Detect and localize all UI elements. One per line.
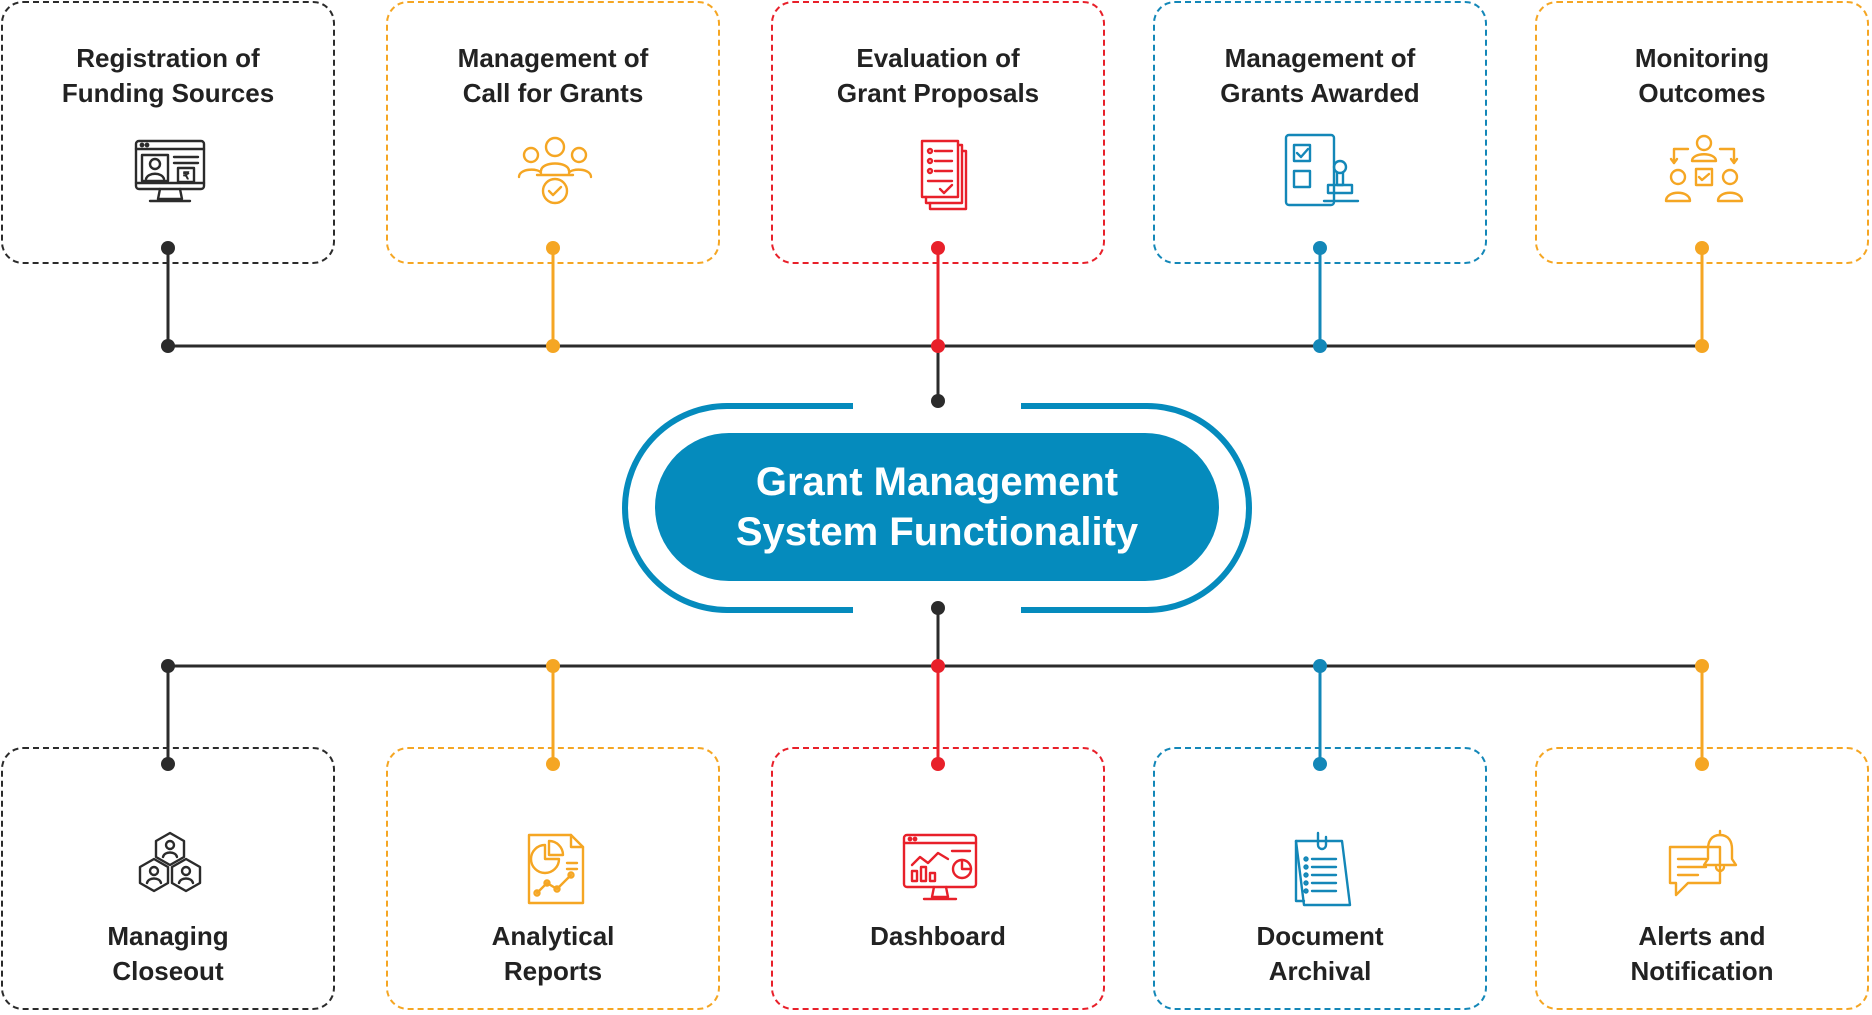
top-card-label: Monitoring Outcomes (1634, 43, 1770, 108)
bottom-card-label: Managing Closeout (107, 921, 229, 986)
hub-top-dot (931, 394, 945, 408)
bottom-card-2: Analytical Reports (386, 747, 720, 1010)
bottom-card-dot-5 (1695, 757, 1709, 771)
computer-id-card-icon: ₹ (134, 139, 206, 203)
top-card-4: Management of Grants Awarded (1153, 1, 1487, 264)
top-bus-dot-5 (1695, 339, 1709, 353)
bottom-bus-dot-2 (546, 659, 560, 673)
hub-title-line1: Grant Management (755, 460, 1119, 504)
documents-checklist-icon (920, 139, 968, 211)
bottom-bus-dot-4 (1313, 659, 1327, 673)
bottom-card-1: Managing Closeout (1, 747, 335, 1010)
team-approval-icon (517, 136, 593, 205)
clipboard-document-icon (1294, 831, 1352, 907)
top-card-label: Evaluation of Grant Proposals (836, 43, 1040, 108)
top-card-label: Management of Grants Awarded (1220, 43, 1420, 108)
top-card-label: Management of Call for Grants (457, 43, 649, 108)
top-card-5: Monitoring Outcomes (1535, 1, 1869, 264)
top-card-label: Registration of Funding Sources (61, 43, 275, 108)
hub-pill (655, 433, 1219, 581)
top-card-2: Management of Call for Grants (386, 1, 720, 264)
team-hexagon-icon (138, 831, 202, 893)
team-workflow-icon (1664, 134, 1744, 203)
chat-bell-icon (1668, 829, 1738, 897)
bottom-card-dot-1 (161, 757, 175, 771)
top-card-dot-5 (1695, 241, 1709, 255)
top-bus-dot-3 (931, 339, 945, 353)
hub-outer-ring-right (1021, 403, 1252, 613)
top-bus-dot-2 (546, 339, 560, 353)
top-bus-dot-4 (1313, 339, 1327, 353)
svg-text:₹: ₹ (183, 171, 189, 182)
hub-bottom-dot (931, 601, 945, 615)
bottom-card-label: Analytical Reports (491, 921, 615, 986)
hub-title-line2: System Functionality (735, 510, 1139, 554)
bottom-card-label: Dashboard (870, 921, 1006, 951)
bottom-card-5: Alerts and Notification (1535, 747, 1869, 1010)
top-card-dot-2 (546, 241, 560, 255)
bottom-card-dot-4 (1313, 757, 1327, 771)
bottom-card-4: Document Archival (1153, 747, 1487, 1010)
top-card-dot-3 (931, 241, 945, 255)
approval-stamp-icon (1284, 133, 1360, 207)
hub-title: Grant Management System Functionality (655, 433, 1219, 581)
top-card-3: Evaluation of Grant Proposals (771, 1, 1105, 264)
report-chart-icon (527, 833, 585, 905)
bottom-bus-dot-5 (1695, 659, 1709, 673)
top-card-dot-4 (1313, 241, 1327, 255)
bottom-card-dot-2 (546, 757, 560, 771)
bottom-card-label: Alerts and Notification (1630, 921, 1774, 986)
top-bus-dot-1 (161, 339, 175, 353)
dashboard-monitor-icon (902, 833, 978, 901)
bottom-card-label: Document Archival (1256, 921, 1384, 986)
hub-outer-ring-left (622, 403, 853, 613)
top-card-dot-1 (161, 241, 175, 255)
bottom-bus-dot-3 (931, 659, 945, 673)
bottom-bus-dot-1 (161, 659, 175, 673)
bottom-card-dot-3 (931, 757, 945, 771)
top-card-1: Registration of Funding Sources ₹ (1, 1, 335, 264)
bottom-card-3: Dashboard (771, 747, 1105, 1010)
